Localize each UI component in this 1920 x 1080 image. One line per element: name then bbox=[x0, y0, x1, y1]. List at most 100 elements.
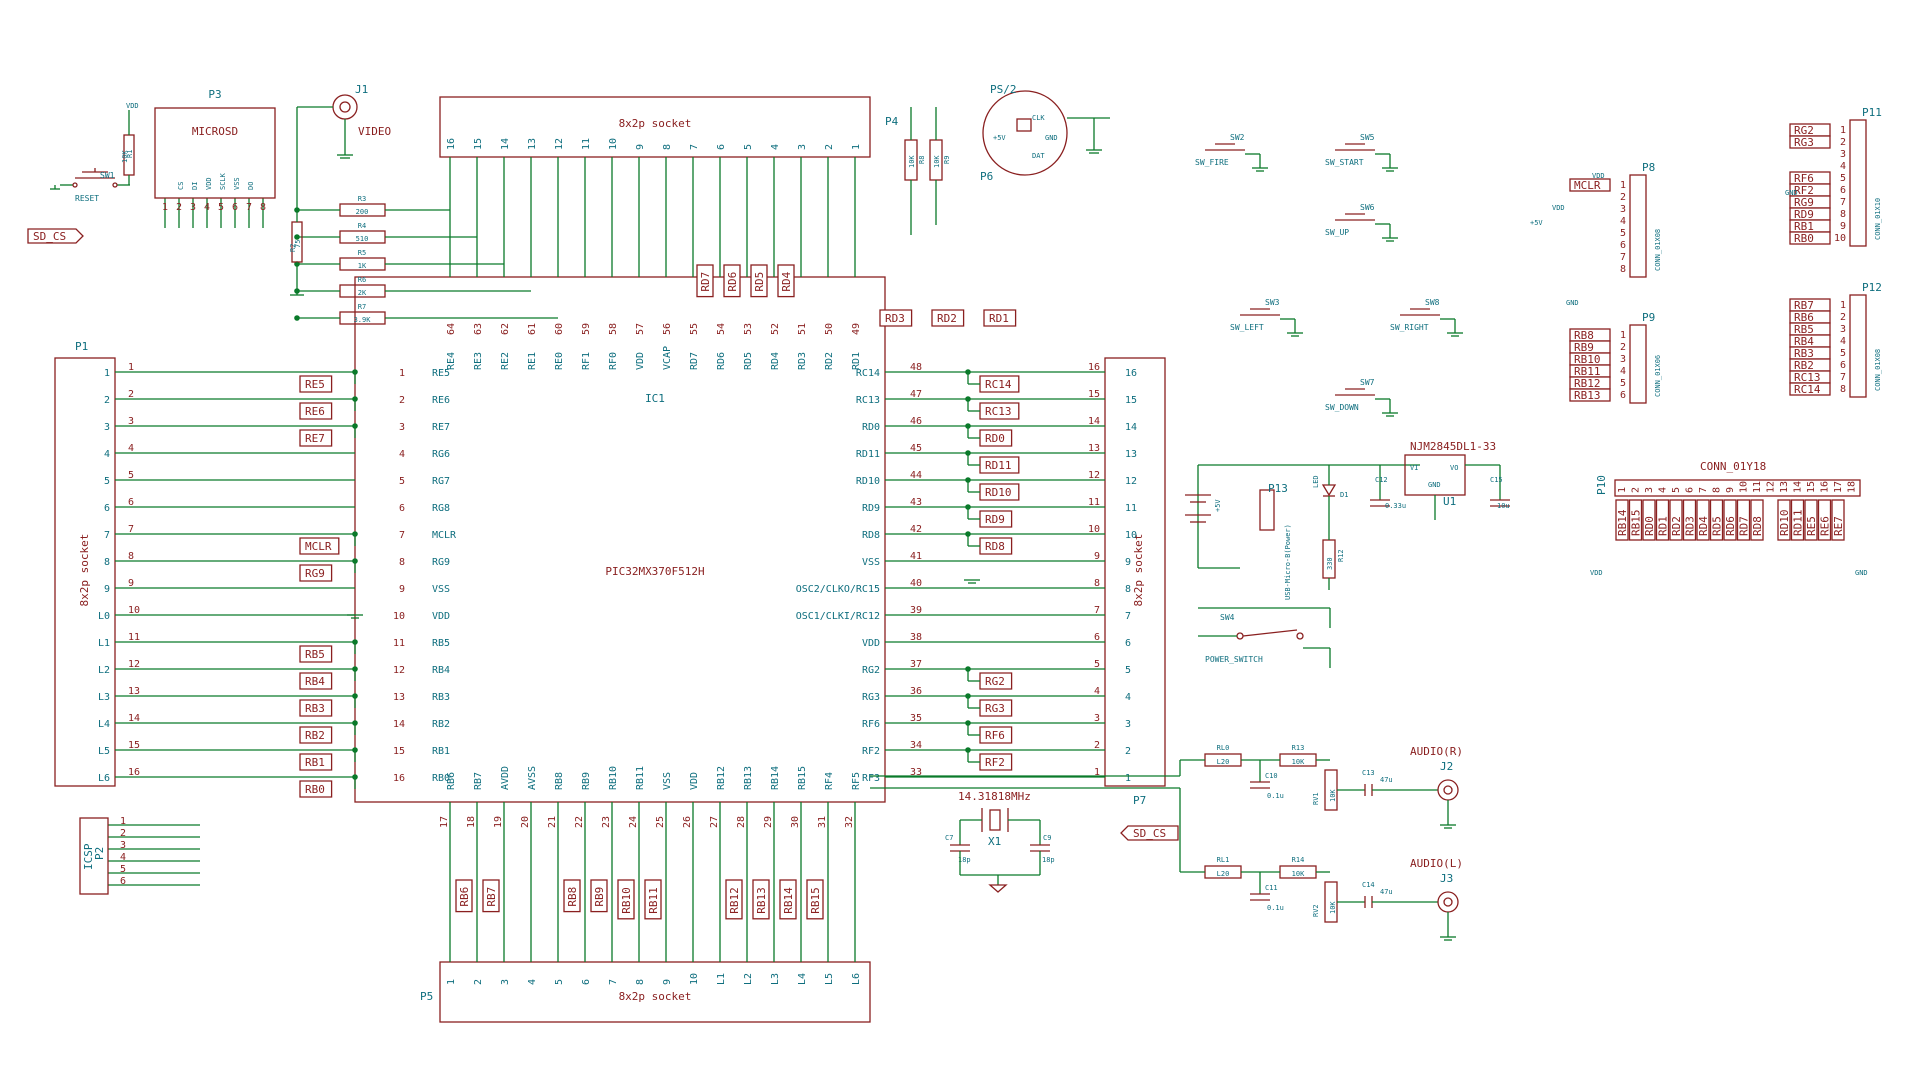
icsp-pin-num: 4 bbox=[120, 852, 126, 863]
mcu-left-pin-name: RB4 bbox=[432, 665, 450, 676]
p7-inner-num: 3 bbox=[1125, 719, 1131, 730]
r8-ref: R8 bbox=[918, 156, 926, 164]
icsp-pin-num: 6 bbox=[120, 876, 126, 887]
p5-pin-num: 1 bbox=[446, 979, 457, 985]
p4-pin-num: 1 bbox=[851, 144, 862, 150]
mcu-bottom-pin-name: RB9 bbox=[581, 772, 592, 790]
p7-inner-num: 16 bbox=[1125, 368, 1137, 379]
audio-r-value: 10K bbox=[1292, 758, 1305, 766]
power-supply: +5V P13 USB-Micro-B(Power) LED D1 330 R1… bbox=[1185, 440, 1510, 668]
left-net-label-re7: RE7 bbox=[305, 432, 325, 445]
p8-pin-num: 4 bbox=[1620, 216, 1626, 227]
microsd-pin-num: 1 bbox=[162, 202, 168, 213]
p4-pin-num: 9 bbox=[635, 144, 646, 150]
led-label: LED bbox=[1312, 475, 1320, 488]
p8-pin-num: 1 bbox=[1620, 180, 1626, 191]
mcu-right-pin-name: RC13 bbox=[856, 395, 880, 406]
audio-ccap-ref: C13 bbox=[1362, 769, 1375, 777]
switch-ref: SW3 bbox=[1265, 298, 1280, 307]
mcu-bottom-pin-num: 22 bbox=[574, 816, 585, 828]
mcu-bottom-pin-num: 23 bbox=[601, 816, 612, 828]
microsd-pin-name: VDD bbox=[205, 177, 213, 190]
icsp-pin-num: 5 bbox=[120, 864, 126, 875]
ps2-ref: P6 bbox=[980, 170, 993, 183]
audio-rl-ref: RL1 bbox=[1217, 856, 1230, 864]
mcu-right-pin-num: 38 bbox=[910, 632, 922, 643]
p1-pin-num: 8 bbox=[128, 551, 134, 562]
p10-pin-num: 15 bbox=[1806, 481, 1817, 493]
mcu-right-pin-num: 33 bbox=[910, 767, 922, 778]
p9-value: CONN_01X06 bbox=[1654, 355, 1662, 397]
microsd-pin-name: CS bbox=[177, 182, 185, 190]
p1-pin-num: 9 bbox=[128, 578, 134, 589]
sw4-value: POWER_SWITCH bbox=[1205, 655, 1263, 664]
p1-pin-num: 13 bbox=[128, 686, 140, 697]
mcu-left-pin-num: 6 bbox=[399, 503, 405, 514]
p11-label: RG3 bbox=[1794, 136, 1814, 149]
p1-inner-num: 3 bbox=[104, 422, 110, 433]
p1-inner-num: 9 bbox=[104, 584, 110, 595]
switch-value: SW_UP bbox=[1325, 228, 1349, 237]
mcu-right-pin-name: VDD bbox=[862, 638, 880, 649]
mcu-right-pin-num: 41 bbox=[910, 551, 922, 562]
p10-label-flag bbox=[1655, 499, 1670, 541]
p9-label: RB10 bbox=[1574, 353, 1601, 366]
mcu-bottom-pin-num: 26 bbox=[682, 816, 693, 828]
p1-inner-num: L1 bbox=[98, 638, 110, 649]
resistor-ref: R7 bbox=[358, 303, 366, 311]
mcu-bottom-pin-name: AVDD bbox=[500, 766, 511, 790]
video-jack: J1 VIDEO bbox=[296, 83, 391, 195]
left-net-label-rb4: RB4 bbox=[305, 675, 325, 688]
top-row-label-rd2: RD2 bbox=[937, 312, 957, 325]
bat-label: +5V bbox=[1214, 499, 1222, 512]
p7-pin-num: 3 bbox=[1094, 713, 1100, 724]
right-net-label-rd0: RD0 bbox=[985, 432, 1005, 445]
microsd-pin-num: 2 bbox=[176, 202, 182, 213]
mcu-right-pin-name: RD10 bbox=[856, 476, 880, 487]
p10-label-flag bbox=[1817, 499, 1832, 541]
mcu-bottom-pin-name: RB12 bbox=[716, 766, 727, 790]
mcu-left-pin-name: RB0 bbox=[432, 773, 450, 784]
p10-ref: P10 bbox=[1595, 475, 1608, 495]
mcu-top-pin-name: RD1 bbox=[851, 352, 862, 370]
p4-pin-num: 14 bbox=[500, 138, 511, 150]
mcu-right-pin-num: 39 bbox=[910, 605, 922, 616]
p7-inner-num: 2 bbox=[1125, 746, 1131, 757]
p1-pin-num: 5 bbox=[128, 470, 134, 481]
mcu-top-pin-name: RF0 bbox=[608, 352, 619, 370]
mcu-left-pin-num: 3 bbox=[399, 422, 405, 433]
audio-rl-ref: RL0 bbox=[1217, 744, 1230, 752]
p5-pin-num: 6 bbox=[581, 979, 592, 985]
p10-body bbox=[1614, 479, 1861, 497]
mcu-right-pin-num: 34 bbox=[910, 740, 922, 751]
left-net-label-re5-flag bbox=[299, 375, 333, 393]
osc-value: 14.31818MHz bbox=[958, 790, 1031, 803]
p7-value: 8x2p socket bbox=[1132, 534, 1145, 607]
left-net-label-rg9-flag bbox=[299, 564, 333, 582]
c7-value: 18p bbox=[958, 856, 971, 864]
p1-pin-num: 10 bbox=[128, 605, 140, 616]
p7-pin-num: 4 bbox=[1094, 686, 1100, 697]
mcu-bottom-pin-name: RB6 bbox=[446, 772, 457, 790]
mcu-top-pin-num: 60 bbox=[554, 323, 565, 335]
audio-jack-inner bbox=[1443, 897, 1453, 907]
reset-value: RESET bbox=[75, 194, 99, 203]
reg-ref: U1 bbox=[1443, 495, 1456, 508]
p5-pin-num: 2 bbox=[473, 979, 484, 985]
mcu-bottom-pin-num: 32 bbox=[844, 816, 855, 828]
mcu-bottom-pin-num: 17 bbox=[439, 816, 450, 828]
p5-pin-num: L1 bbox=[716, 973, 727, 985]
mcu-bottom-pin-num: 20 bbox=[520, 816, 531, 828]
right-net-label-rd10: RD10 bbox=[985, 486, 1012, 499]
switch-ref: SW6 bbox=[1360, 203, 1375, 212]
p12-pin-num: 2 bbox=[1840, 312, 1846, 323]
p12-label: RB4 bbox=[1794, 335, 1814, 348]
mcu-left-pin-name: RB5 bbox=[432, 638, 450, 649]
switch-ref: SW5 bbox=[1360, 133, 1375, 142]
left-net-label-rg9: RG9 bbox=[305, 567, 325, 580]
p7-pin-num: 6 bbox=[1094, 632, 1100, 643]
p1-inner-num: L4 bbox=[98, 719, 110, 730]
p8-value: CONN_01X08 bbox=[1654, 229, 1662, 271]
p12-pin-num: 3 bbox=[1840, 324, 1846, 335]
mcu-bottom-pin-name: RB15 bbox=[797, 766, 808, 790]
